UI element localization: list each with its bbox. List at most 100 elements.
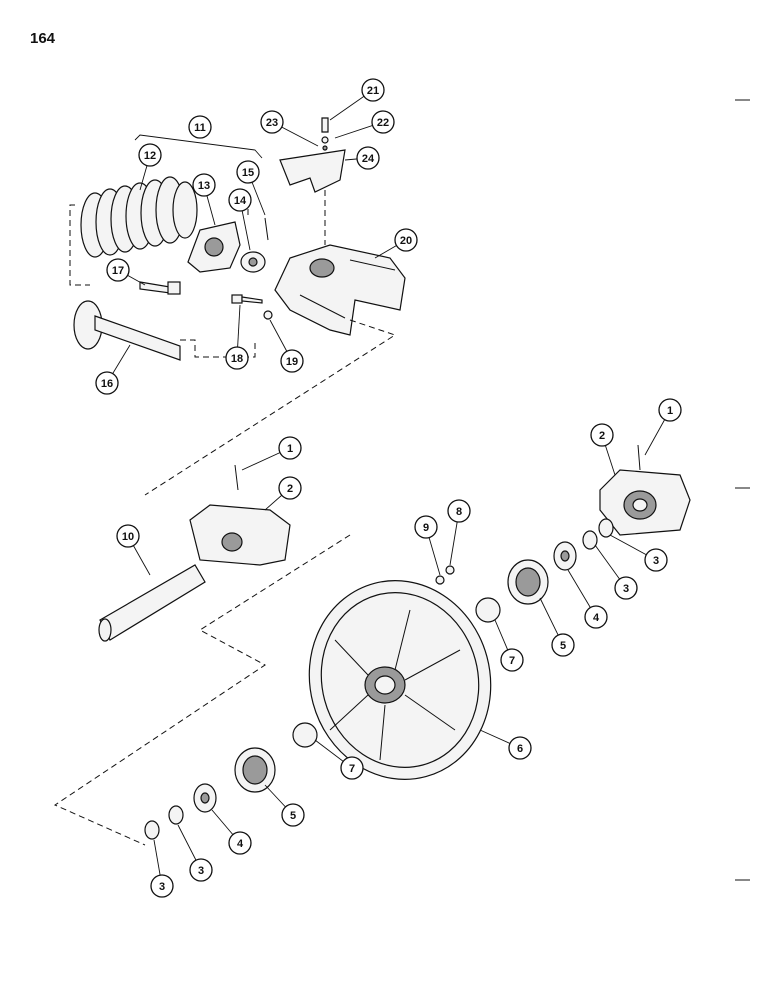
snap-ring	[144, 820, 160, 840]
callout-7: 7	[500, 648, 524, 672]
callout-number: 14	[234, 195, 247, 207]
snap-ring	[168, 805, 184, 825]
callout-4: 4	[584, 605, 608, 629]
page-number: 164	[30, 30, 56, 47]
callout-circle	[361, 78, 385, 102]
bushing	[475, 597, 501, 623]
callout-circle	[189, 858, 213, 882]
callout-circle	[225, 346, 249, 370]
callout-circle	[658, 398, 682, 422]
callout-3: 3	[644, 548, 668, 572]
callout-circle	[590, 423, 614, 447]
callout-circle	[236, 160, 260, 184]
callout-2: 2	[278, 476, 302, 500]
callout-circle	[260, 110, 284, 134]
callout-number: 16	[101, 378, 113, 390]
callout-3: 3	[150, 874, 174, 898]
assembly-line	[69, 204, 90, 286]
callout-14: 14	[228, 188, 252, 212]
callout-8: 8	[447, 499, 471, 523]
callout-number: 7	[349, 763, 355, 775]
cotter-pin	[264, 217, 269, 241]
callout-number: 21	[367, 85, 379, 97]
callout-circle	[280, 349, 304, 373]
callout-number: 18	[231, 353, 243, 365]
callout-number: 2	[599, 430, 605, 442]
callout-number: 20	[400, 235, 412, 247]
callout-16: 16	[95, 371, 119, 395]
callout-9: 9	[414, 515, 438, 539]
callout-21: 21	[361, 78, 385, 102]
callout-number: 24	[362, 153, 375, 165]
callout-circle	[371, 110, 395, 134]
idler-yoke	[274, 244, 406, 336]
callout-1: 1	[658, 398, 682, 422]
callout-number: 5	[290, 810, 296, 822]
callout-number: 3	[198, 865, 204, 877]
cap-screw	[231, 294, 263, 304]
snap-ring	[598, 518, 614, 538]
callout-number: 22	[377, 117, 389, 129]
thrust-washer	[193, 783, 217, 813]
callout-4: 4	[228, 831, 252, 855]
callout-circle	[644, 548, 668, 572]
callout-2: 2	[590, 423, 614, 447]
callout-circle	[106, 258, 130, 282]
callout-circle	[188, 115, 212, 139]
callout-18: 18	[225, 346, 249, 370]
callout-number: 4	[593, 612, 600, 624]
callout-circle	[508, 736, 532, 760]
callout-number: 7	[509, 655, 515, 667]
callout-circle	[340, 756, 364, 780]
callout-circle	[116, 524, 140, 548]
callout-number: 15	[242, 167, 254, 179]
assembly-line	[144, 319, 397, 496]
callout-5: 5	[551, 633, 575, 657]
callout-number: 19	[286, 356, 298, 368]
seal-assembly	[234, 747, 276, 793]
callout-number: 1	[287, 443, 293, 455]
roll-pin	[637, 444, 641, 471]
callout-circle	[614, 576, 638, 600]
assembly-line	[180, 339, 256, 358]
callout-circle	[584, 605, 608, 629]
callout-circle	[228, 188, 252, 212]
callout-number: 4	[237, 838, 244, 850]
thrust-washer	[553, 541, 577, 571]
seal-assembly	[507, 559, 549, 605]
callout-circle	[447, 499, 471, 523]
group-bracket	[134, 134, 263, 159]
bushing	[292, 722, 318, 748]
callout-number: 23	[266, 117, 278, 129]
callout-number: 12	[144, 150, 156, 162]
o-ring	[435, 575, 445, 585]
snap-ring	[582, 530, 598, 550]
adjusting-nut	[240, 251, 266, 273]
washer	[321, 136, 329, 144]
callout-number: 3	[623, 583, 629, 595]
callout-3: 3	[614, 576, 638, 600]
callout-number: 8	[456, 506, 462, 518]
front-idler-wheel	[308, 580, 492, 780]
callout-10: 10	[116, 524, 140, 548]
callout-circle	[278, 476, 302, 500]
assembly-line	[53, 534, 351, 846]
callout-number: 11	[194, 122, 206, 134]
callout-circle	[192, 173, 216, 197]
lock-washer	[322, 145, 328, 151]
callout-circle	[281, 803, 305, 827]
callout-circle	[356, 146, 380, 170]
callout-number: 17	[112, 265, 124, 277]
bearing-block	[599, 469, 691, 536]
callout-circle	[278, 436, 302, 460]
callout-circle	[551, 633, 575, 657]
cover-plate	[279, 149, 346, 193]
callout-number: 6	[517, 743, 523, 755]
callout-number: 3	[653, 555, 659, 567]
screw	[321, 117, 329, 133]
callout-15: 15	[236, 160, 260, 184]
callout-number: 3	[159, 881, 165, 893]
callout-11: 11	[188, 115, 212, 139]
callout-22: 22	[371, 110, 395, 134]
